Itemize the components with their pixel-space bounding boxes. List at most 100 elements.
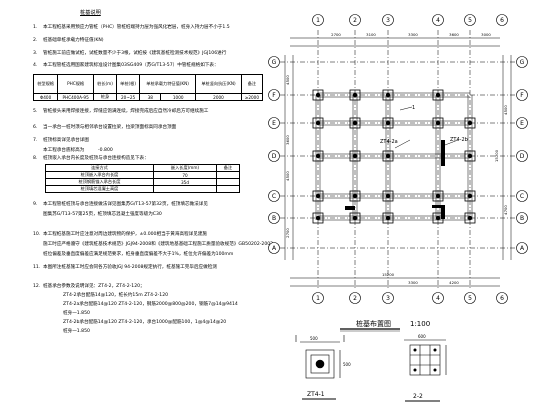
callout-label: ZT4-2a [380,139,398,145]
dim-text: 4500 [285,171,290,181]
note-text: 管桩接头采用焊接连接，焊缝应饱满连续，焊接完成后应自然冷却后方可继续施工 [43,109,209,114]
table-cell: ≥2000 [240,93,264,101]
dim-text: 15200 [382,272,395,277]
table-row: 桩顶填芯混凝土高度 [45,185,241,193]
note-text: ZT4-2b承台配筋14@120 ZT4-2-120，承台1000@配筋100，… [63,320,227,325]
dim-text: 3600 [285,135,290,145]
dim-text: 2700 [331,32,341,37]
dim-text: 15700 [494,149,499,162]
dim-text: 4700 [503,205,508,215]
axis-bubbles [268,14,528,304]
axis-label: A [272,245,277,252]
dim-text: 500 [343,362,351,367]
note-text: 桩基承台参数及说明详见：ZT4-2，ZT4-2-120； [43,284,145,289]
note-text: 施工时应严格遵守《建筑桩基技术规范》JGJ94-2008和《建筑地基基础工程施工… [43,242,274,247]
dim-text: 600 [418,334,426,339]
axis-label: D [520,153,525,160]
plan-title: 桩基布置图 [356,319,391,328]
axis-label: C [272,193,276,200]
detail-title: ZT4-1 [307,391,325,398]
axis-label: E [272,120,276,127]
table-header-cell: 备注 [240,74,264,94]
table-cell: Φ400 [32,93,59,101]
dim-text: 500 [310,336,318,341]
pile-caps [312,89,476,224]
axis-label: 4 [436,17,440,24]
elevation-value: -0.800 [98,148,113,153]
table-cell: 38 [139,93,162,101]
table-cell: 桩顶填芯混凝土高度 [45,185,154,193]
note-num: 7. [33,138,38,143]
dim-text: 3600 [449,32,459,37]
axis-label: 5 [468,295,472,302]
note-num: 5. [33,109,38,114]
axis-label: 3 [386,295,390,302]
note-num: 12. [33,284,41,289]
note-num: 10. [33,232,41,237]
detail-2-2 [404,339,447,376]
axis-label: G [272,59,277,66]
callout-label: 1 [412,105,415,111]
table-row: Φ400 PHC400A-95 桩身 20~25 38 1000 2000 ≥2… [32,93,264,101]
axis-label: 4 [436,295,440,302]
detail-zt4-1 [295,335,345,379]
axis-label: 6 [500,17,504,24]
table-cell [215,185,241,193]
axis-label: G [520,59,525,66]
note-num: 3. [33,51,38,56]
dim-text: 3300 [408,280,418,285]
axis-label: 3 [386,17,390,24]
note-num: 4. [33,63,38,68]
plan-scale: 1:100 [410,320,430,328]
dim-text: 2700 [285,228,290,238]
embed-table: 连接方式 嵌入长度(mm) 备注 桩顶嵌入承台内长度 70 桩顶钢筋锚入承台长度… [45,164,241,193]
note-text: 管桩施工前应做试桩，试桩数量不少于3根，试桩按《建筑基桩检测技术规范》JGJ10… [43,51,227,56]
axis-label: E [520,120,524,127]
pile-spec-table: 桩型规格 PHC规格 桩长(m) 单桩(根) 单桩承载力特征值(KN) 单桩竖向… [32,74,264,101]
axis-label: B [272,215,276,222]
note-num: 1. [33,25,38,30]
note-text: 本工程桩基施工时应注意对周边建筑物的保护，±0.000相当于黄海高程详见建施 [43,232,208,237]
axis-label: 1 [316,295,320,302]
note-text: 桩顶嵌入承台内长度及桩顶与承台连接构造见下表： [43,156,149,161]
note-text: 桩位偏差及垂直度偏差应满足规范要求，桩身垂直度偏差不大于1%，桩位允许偏差为10… [43,252,234,257]
note-num: 9. [33,202,38,207]
dim-text: 4200 [449,280,459,285]
note-num: 8. [33,156,38,161]
note-text: 本工程桩基采用预应力管桩（PHC）管桩桩端持力层为强风化岩层，桩身入持力层不小于… [43,25,230,30]
callout-label: ZT4-2b [450,137,468,143]
note-text: 桩顶标高详见承台详图 [43,138,89,143]
note-text: 本工程管桩桩顶与承台连接做法详见图集苏G/T13-57第32页，桩顶填芯做法详见 [43,202,208,207]
axis-label: B [520,215,524,222]
dim-text: 4500 [503,105,508,115]
axis-label: F [272,92,276,99]
axis-label: 2 [353,295,357,302]
note-text: 桩身一1.850 [63,311,90,316]
note-text: 桩身一1.850 [63,329,90,334]
dim-text: 3300 [408,32,418,37]
note-text: 桩基础单桩承载力特征值(KN) [43,38,104,43]
table-header-cell: 单桩承载力特征值(KN) [139,74,197,94]
dim-text: 3000 [481,32,491,37]
dimensions: 2700 3100 3300 3600 3000 15200 3300 4200… [285,32,508,285]
detail-title: 2-2 [413,393,423,400]
note-text: 当一承台一桩时须与相邻承台设置拉梁，拉梁顶面标高同承台顶面 [43,125,177,130]
axis-label: 2 [353,17,357,24]
axis-label: D [272,153,277,160]
note-text: 图集苏G/T13-57第25页，桩顶填芯混凝土强度等级为C30 [43,212,162,217]
elevation-label: 本工程承台底标高为 [43,148,85,153]
note-num: 11. [33,265,41,270]
axis-label: 5 [468,17,472,24]
note-text: 本工程管桩选用国家建筑标准设计图集03SG409（苏G/T13-57）中管桩规格… [43,63,219,68]
axis-label: 6 [500,295,504,302]
axis-label: C [520,193,524,200]
dim-text: 4500 [285,75,290,85]
dim-text: 3100 [366,32,376,37]
axis-label: A [520,245,525,252]
note-text: ZT4-2承台配筋14@120，桩长约15m ZT4-2-120 [63,293,169,298]
note-num: 2. [33,38,38,43]
note-num: 6. [33,125,38,130]
note-text: ZT4-2a承台配筋14@120 ZT4-2-120，钢筋2000@800@20… [63,302,238,307]
note-text: 本图所注桩基施工时应会同各方验收JGJ 94-2008规定执行，桩基施工完毕后应… [43,265,217,270]
